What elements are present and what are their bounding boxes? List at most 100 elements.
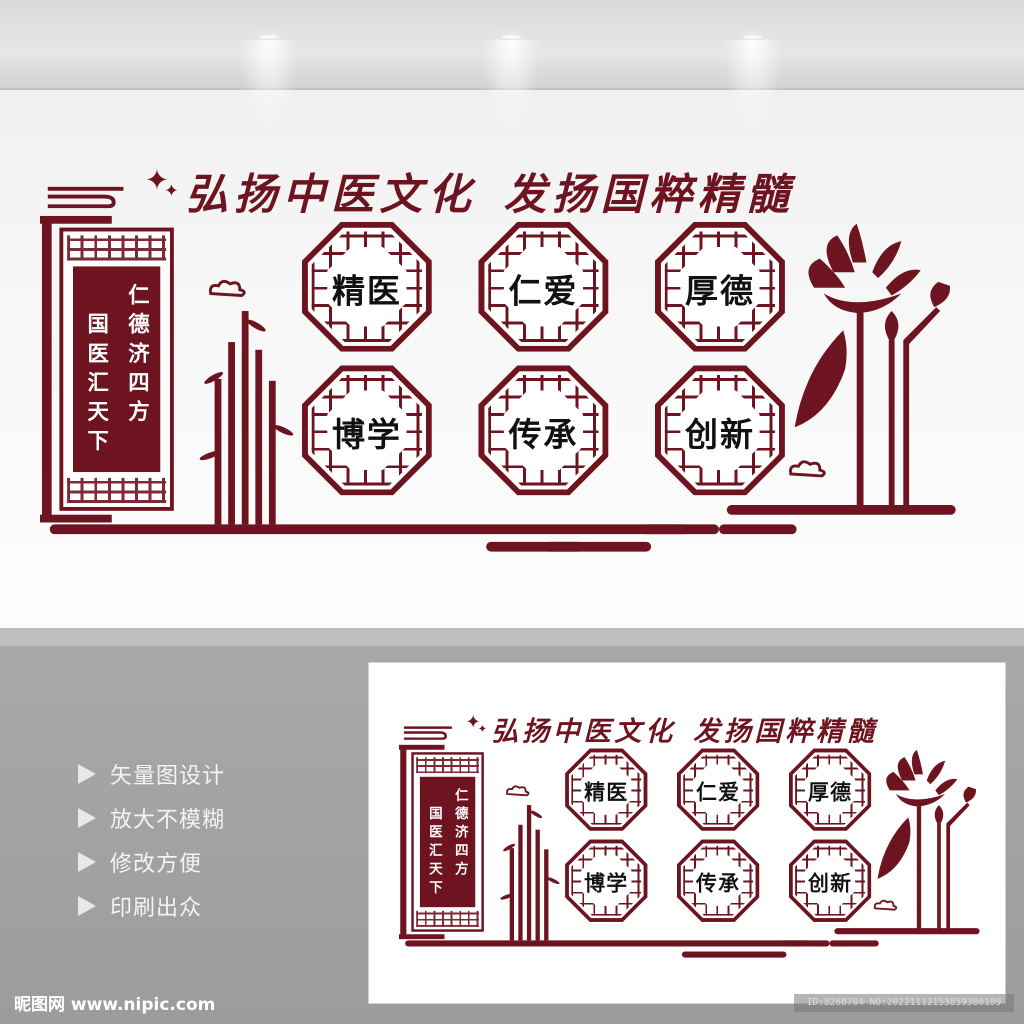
play-triangle-icon	[78, 852, 96, 872]
feature-list: 矢量图设计 放大不模糊 修改方便 印刷出众	[78, 752, 225, 928]
scroll-panel: 仁德济四方 国医汇天下	[72, 266, 161, 473]
value-text: 博学	[331, 415, 402, 455]
mural-title: 弘扬中医文化发扬国粹精髓	[491, 709, 877, 748]
design-preview-card: ✦ ✦ 弘扬中医文化发扬国粹精髓 仁德济四方 国医汇天下	[368, 662, 1006, 1004]
value-text: 厚德	[807, 780, 853, 806]
bamboo-stalk	[228, 342, 235, 525]
value-text: 仁爱	[696, 780, 741, 806]
scroll-line-2: 国医汇天下	[426, 806, 443, 899]
scroll-cap-top	[40, 215, 112, 224]
lattice-pattern	[67, 477, 167, 504]
bamboo-stalk	[255, 349, 263, 525]
auspicious-cloud-icon	[506, 785, 530, 797]
ground-bar	[726, 505, 956, 515]
lattice-pattern	[67, 235, 167, 261]
value-text: 创新	[685, 415, 755, 455]
mural-title-left: 弘扬中医文化	[185, 170, 477, 220]
value-medallion: 精医	[565, 748, 648, 831]
feature-label: 印刷出众	[110, 896, 203, 921]
auspicious-cloud-icon	[873, 899, 898, 911]
ceiling-spotlight	[740, 34, 766, 40]
ground-bar	[719, 524, 797, 535]
scroll-cap-bottom	[40, 514, 112, 523]
play-triangle-icon	[78, 896, 96, 916]
bamboo-stalk	[268, 380, 276, 525]
ground-bar	[49, 524, 690, 535]
scroll-panel: 仁德济四方 国医汇天下	[419, 776, 476, 908]
cloud-line-icon	[47, 186, 124, 209]
scroll-cap-bottom	[399, 934, 445, 940]
play-triangle-icon	[78, 764, 96, 784]
ground-bar	[544, 541, 584, 552]
bamboo-stalk	[544, 849, 549, 941]
sparkle-icon: ✦	[477, 722, 488, 736]
ground-bar	[641, 524, 719, 535]
bamboo-stalk	[526, 805, 532, 941]
vertical-scroll-sign: 仁德济四方 国医汇天下	[411, 752, 484, 932]
value-medallion: 传承	[676, 839, 760, 922]
cloud-line-icon	[403, 726, 452, 740]
ground-bar	[834, 928, 980, 935]
mural-title-right: 发扬国粹精髓	[503, 170, 795, 220]
spotlight-glow	[481, 40, 541, 130]
ground-bar	[780, 940, 830, 947]
value-medallion: 仁爱	[676, 748, 760, 831]
nipic-logo: 昵图网 www.nipic.com	[14, 990, 215, 1015]
value-text: 创新	[807, 871, 853, 897]
value-text: 精医	[584, 780, 629, 806]
value-medallion: 精医	[301, 221, 432, 352]
showroom-scene: ✦ ✦ 弘扬中医文化发扬国粹精髓 仁德济四方 国医汇天下	[0, 0, 1024, 630]
logo-site: www.nipic.com	[70, 995, 216, 1015]
ceiling-spotlight	[498, 34, 524, 40]
scroll-line-1: 仁德济四方	[452, 787, 469, 881]
lattice-pattern	[416, 910, 479, 927]
bamboo-stalk	[518, 824, 523, 941]
value-medallion: 博学	[565, 839, 648, 922]
ground-bar	[405, 940, 812, 947]
mural-title-left: 弘扬中医文化	[491, 715, 676, 748]
lattice-pattern	[416, 757, 479, 774]
scroll-line-1: 仁德济四方	[124, 283, 150, 430]
scroll-post	[400, 747, 407, 938]
bamboo-leaf	[546, 876, 561, 886]
lotus-icon	[794, 223, 951, 511]
value-medallion: 厚德	[788, 748, 872, 831]
feature-item: 矢量图设计	[78, 752, 225, 796]
feature-item: 印刷出众	[78, 884, 225, 928]
auspicious-cloud-icon	[789, 460, 826, 478]
image-id-label: ID:8260704 NO:20221112153859386109	[794, 994, 1014, 1012]
mural-title-right: 发扬国粹精髓	[692, 715, 878, 748]
feature-label: 修改方便	[110, 852, 203, 877]
sparkle-icon: ✦	[144, 163, 170, 198]
culture-wall-mural-preview: ✦ ✦ 弘扬中医文化发扬国粹精髓 仁德济四方 国医汇天下	[399, 703, 989, 961]
play-triangle-icon	[78, 808, 96, 828]
floor-line	[0, 628, 1024, 630]
spotlight-glow	[723, 40, 783, 130]
value-text: 厚德	[685, 272, 755, 312]
bamboo-leaf	[272, 423, 295, 438]
value-text: 传承	[508, 415, 579, 455]
value-medallion: 创新	[788, 839, 872, 922]
feature-label: 矢量图设计	[110, 764, 226, 789]
bamboo-stalk	[535, 829, 540, 941]
bamboo-stalk	[241, 311, 249, 525]
value-text: 传承	[696, 871, 741, 897]
scroll-post	[41, 219, 52, 521]
scroll-line-2: 国医汇天下	[83, 312, 109, 459]
logo-text: 昵图网	[14, 995, 65, 1015]
value-text: 博学	[584, 871, 629, 897]
mural-title: 弘扬中医文化发扬国粹精髓	[186, 160, 795, 222]
value-medallion: 博学	[301, 365, 432, 496]
scroll-cap-top	[399, 744, 445, 750]
value-medallion: 厚德	[654, 221, 785, 352]
bamboo-leaf	[529, 809, 543, 820]
band-edge	[0, 630, 1024, 646]
bamboo-leaf	[245, 317, 268, 334]
ceiling-spotlight	[256, 34, 282, 40]
value-medallion: 仁爱	[478, 221, 609, 352]
culture-wall-mural: ✦ ✦ 弘扬中医文化发扬国粹精髓 仁德济四方 国医汇天下	[40, 150, 971, 557]
value-text: 精医	[331, 272, 402, 312]
lotus-icon	[877, 749, 976, 932]
sparkle-icon: ✦	[164, 181, 179, 202]
ground-bar	[829, 940, 879, 947]
